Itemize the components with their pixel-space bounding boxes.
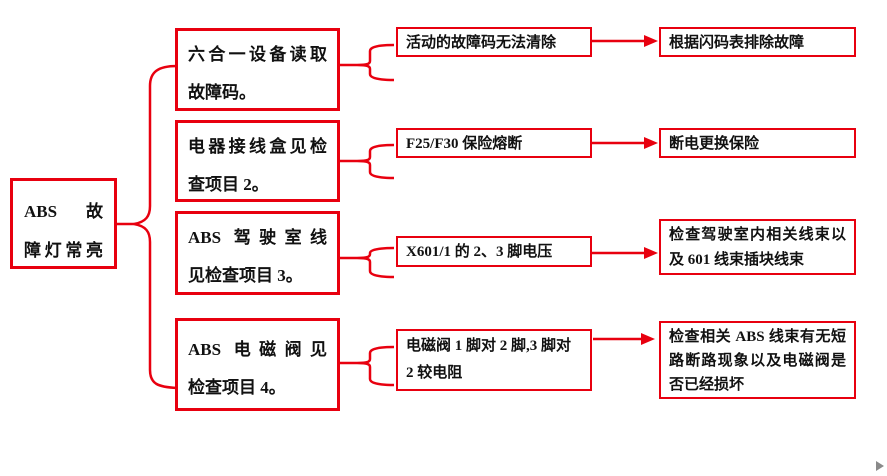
check-node-2-line1: 电器接线盒见检 (188, 137, 327, 156)
action-node-4: 检查相关 ABS 线束有无短路断路现象以及电磁阀是否已经损坏 (659, 321, 856, 399)
check-node-1-line2: 故障码。 (188, 83, 256, 102)
root-node-text-line2: 障灯常亮 (24, 241, 103, 260)
check-node-4: ABS 电磁阀见 检查项目 4。 (175, 318, 340, 411)
action-node-2: 断电更换保险 (659, 128, 856, 158)
arrow1-head (644, 35, 658, 47)
arrow4-head (641, 333, 655, 345)
action-node-1: 根据闪码表排除故障 (659, 27, 856, 57)
check-node-1-line1: 六合一设备读取 (188, 45, 327, 64)
check-node-2: 电器接线盒见检 查项目 2。 (175, 120, 340, 202)
action-node-3: 检查驾驶室内相关线束以及 601 线束插块线束 (659, 219, 856, 275)
check-node-3-line1: ABS 驾驶室线 (188, 228, 327, 247)
symptom-node-1: 活动的故障码无法清除 (396, 27, 592, 57)
cursor-artifact (876, 461, 884, 471)
arrow2-head (644, 137, 658, 149)
root-node-abs-fault-light: ABS 故 障灯常亮 (10, 178, 117, 269)
check-node-3: ABS 驾驶室线 见检查项目 3。 (175, 211, 340, 295)
check-node-3-line2: 见检查项目 3。 (188, 266, 303, 285)
branch4-brace-connector (356, 345, 395, 387)
root-brace-connector (133, 64, 178, 390)
branch1-brace-connector (356, 43, 395, 82)
symptom-node-2: F25/F30 保险熔断 (396, 128, 592, 158)
check-node-2-line2: 查项目 2。 (188, 175, 269, 194)
arrow3-head (644, 247, 658, 259)
branch3-brace-connector (356, 246, 395, 279)
symptom-node-3: X601/1 的 2、3 脚电压 (396, 236, 592, 267)
check-node-4-line1: ABS 电磁阀见 (188, 340, 327, 359)
root-node-text-line1: ABS 故 (24, 202, 103, 221)
check-node-1: 六合一设备读取 故障码。 (175, 28, 340, 111)
symptom-node-4: 电磁阀 1 脚对 2 脚,3 脚对 2 较电阻 (396, 329, 592, 391)
check-node-4-line2: 检查项目 4。 (188, 378, 286, 397)
branch2-brace-connector (356, 143, 395, 180)
